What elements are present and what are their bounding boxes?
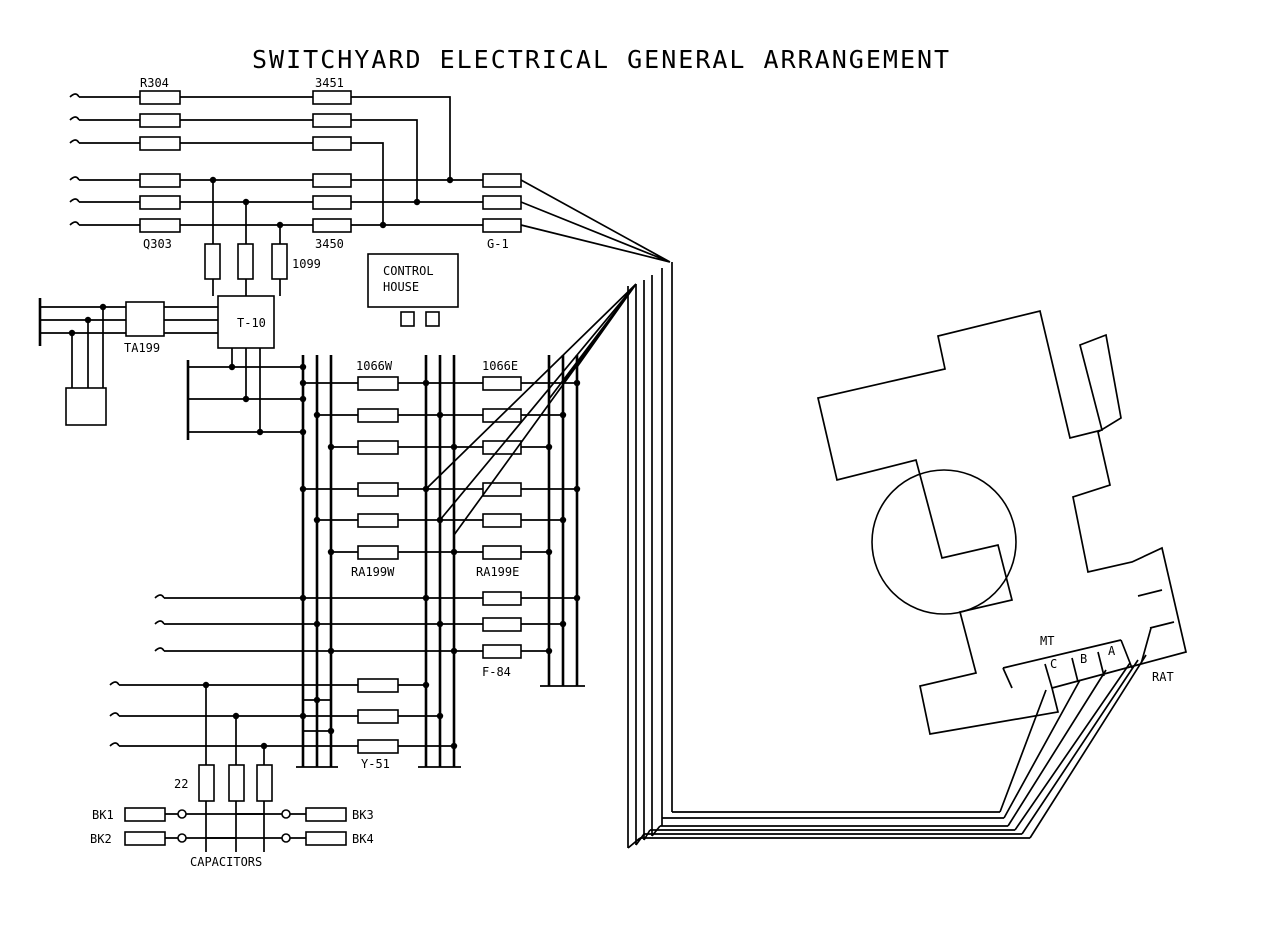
- label-house: HOUSE: [383, 280, 419, 294]
- breaker: [139, 195, 181, 210]
- breaker-y51: [357, 739, 399, 754]
- breaker: [357, 440, 399, 455]
- reactor-containment: [871, 469, 1017, 615]
- label-f84: F-84: [482, 665, 511, 679]
- label-ra199e: RA199E: [476, 565, 519, 579]
- capacitor: [256, 764, 273, 802]
- label-g1: G-1: [487, 237, 509, 251]
- control-house: CONTROL HOUSE: [367, 253, 459, 327]
- breaker: [312, 136, 352, 151]
- breaker-f84: [482, 617, 522, 632]
- breaker-ra199w: [357, 545, 399, 560]
- label-1066w: 1066W: [356, 359, 393, 373]
- label-3450: 3450: [315, 237, 344, 251]
- middle-bus-section: [109, 283, 637, 768]
- breaker: [312, 113, 352, 128]
- breaker-bk2: [124, 831, 166, 846]
- label-bk2: BK2: [90, 832, 112, 846]
- breaker: [312, 195, 352, 210]
- breaker-1066w: [357, 376, 399, 391]
- label-1099: 1099: [292, 257, 321, 271]
- capacitor: [228, 764, 245, 802]
- transformer-ta199: [125, 301, 165, 337]
- breaker: [139, 113, 181, 128]
- label-r304: R304: [140, 76, 169, 90]
- breaker-1066e: [482, 376, 522, 391]
- breaker-3451: [312, 90, 352, 105]
- label-bk3: BK3: [352, 808, 374, 822]
- breaker-g1: [482, 173, 522, 188]
- breaker-y51: [357, 709, 399, 724]
- breaker: [357, 482, 399, 497]
- control-house-unit: [425, 311, 440, 327]
- breaker: [357, 408, 399, 423]
- breaker-ra199e: [482, 545, 522, 560]
- breaker-f84: [482, 644, 522, 659]
- label-a: A: [1108, 644, 1116, 658]
- control-house-unit: [400, 311, 415, 327]
- label-ra199w: RA199W: [351, 565, 395, 579]
- transformer-tap-1099: [271, 243, 288, 280]
- label-bk4: BK4: [352, 832, 374, 846]
- label-bk1: BK1: [92, 808, 114, 822]
- label-q303: Q303: [143, 237, 172, 251]
- breaker-y51: [357, 678, 399, 693]
- breaker: [312, 173, 352, 188]
- transformer-tap: [237, 243, 254, 280]
- label-rat: RAT: [1152, 670, 1174, 684]
- transformer-t10-group: [38, 295, 303, 440]
- label-b: B: [1080, 652, 1087, 666]
- incoming-lines-top: [69, 90, 522, 296]
- label-c: C: [1050, 657, 1057, 671]
- label-y51: Y-51: [361, 757, 390, 771]
- diagram-title: SWITCHYARD ELECTRICAL GENERAL ARRANGEMEN…: [252, 45, 951, 74]
- label-3451: 3451: [315, 76, 344, 90]
- breaker-g1: [482, 218, 522, 233]
- label-22: 22: [174, 777, 188, 791]
- label-mt: MT: [1040, 634, 1054, 648]
- label-1066e: 1066E: [482, 359, 518, 373]
- label-t10: T-10: [237, 316, 266, 330]
- breaker: [482, 440, 522, 455]
- breaker: [482, 482, 522, 497]
- breaker-bk4: [305, 831, 347, 846]
- capacitor-22: [198, 764, 215, 802]
- breaker: [357, 513, 399, 528]
- transformer-t10: [217, 295, 275, 349]
- label-capacitors: CAPACITORS: [190, 855, 262, 869]
- breaker-bk3: [305, 807, 347, 822]
- breaker: [139, 136, 181, 151]
- breaker-q303: [139, 218, 181, 233]
- capacitor-bank: 22 BK1 BK2 BK3 BK4 CAPACITORS: [90, 685, 374, 869]
- label-control: CONTROL: [383, 264, 434, 278]
- breaker-g1: [482, 195, 522, 210]
- breaker-r304: [139, 90, 181, 105]
- label-ta199: TA199: [124, 341, 160, 355]
- transformer-tap: [204, 243, 221, 280]
- breaker-f84: [482, 591, 522, 606]
- transmission-trunk: [520, 179, 1147, 849]
- control-house-box: [367, 253, 459, 308]
- generator-box: [65, 387, 107, 426]
- breaker: [139, 173, 181, 188]
- breaker: [482, 513, 522, 528]
- breaker-3450: [312, 218, 352, 233]
- plant-building: MT C B A RAT: [816, 309, 1188, 735]
- breaker-bk1: [124, 807, 166, 822]
